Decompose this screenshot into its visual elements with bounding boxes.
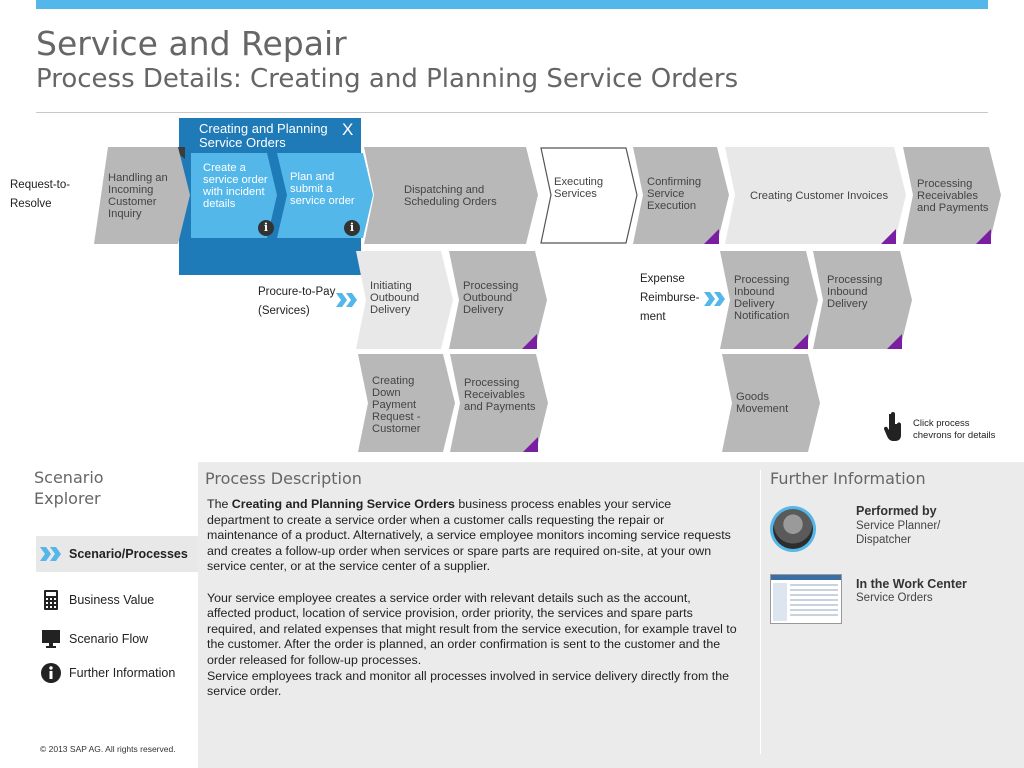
chevron-invoices[interactable]: Creating Customer Invoices bbox=[725, 147, 906, 244]
chevron-shape bbox=[364, 147, 538, 244]
purple-marker bbox=[522, 334, 537, 349]
chevron-shape bbox=[633, 147, 729, 244]
flow-label-expense-reimbursement: Expense Reimburse-ment bbox=[640, 273, 700, 323]
chevron-label: Processing Receivables and Payments bbox=[464, 377, 536, 413]
purple-marker bbox=[793, 334, 808, 349]
chevron-label: Processing Receivables and Payments bbox=[917, 177, 989, 214]
purple-marker bbox=[704, 229, 719, 244]
close-expanded-button[interactable]: X bbox=[342, 120, 354, 139]
chevron-shape bbox=[358, 354, 455, 452]
nav-scenario-processes[interactable]: Scenario/Processes bbox=[36, 536, 198, 572]
intro-prefix: The bbox=[207, 497, 232, 511]
chevron-plan-service-order[interactable]: Plan and submit a service order bbox=[277, 153, 373, 238]
nav-further-information[interactable]: Further Information bbox=[36, 655, 198, 691]
chevron-shape bbox=[450, 354, 548, 452]
chevron-label: Creating Down Payment Request - Customer bbox=[372, 375, 421, 435]
nav-business-value[interactable]: Business Value bbox=[36, 582, 198, 618]
chevron-shape bbox=[722, 354, 820, 452]
performed-by-value: Service Planner/ Dispatcher bbox=[856, 520, 941, 546]
chevron-shape bbox=[725, 147, 906, 244]
chevron-label: Plan and submit a service order bbox=[290, 170, 355, 207]
page-subtitle: Process Details: Creating and Planning S… bbox=[36, 64, 739, 94]
chevron-shape bbox=[277, 153, 373, 238]
purple-marker bbox=[881, 229, 896, 244]
flow-label-procure-to-pay: Procure-to-Pay (Services) bbox=[258, 286, 336, 317]
description-paragraph: Your service employee creates a service … bbox=[207, 590, 737, 667]
chevron-goods-movement[interactable]: Goods Movement bbox=[722, 354, 820, 452]
purple-marker bbox=[887, 334, 902, 349]
purple-marker bbox=[523, 437, 538, 452]
flow-arrow-icon bbox=[336, 293, 357, 307]
expanded-process-title: Creating and Planning Service Orders bbox=[199, 121, 328, 150]
chevron-outbound-init[interactable]: Initiating Outbound Delivery bbox=[356, 251, 453, 349]
work-center-thumbnail bbox=[770, 574, 842, 624]
chevron-label: Create a service order with incident det… bbox=[203, 161, 268, 210]
chevron-label: Initiating Outbound Delivery bbox=[370, 280, 420, 316]
page-title: Service and Repair bbox=[36, 24, 347, 63]
chevron-inbound-notification[interactable]: Processing Inbound Delivery Notification bbox=[720, 251, 818, 349]
chevrons-icon bbox=[40, 543, 62, 565]
chevron-label: Confirming Service Execution bbox=[647, 175, 702, 212]
chevron-dispatching[interactable]: Dispatching and Scheduling Orders bbox=[364, 147, 538, 244]
chevron-label: Executing Services bbox=[554, 175, 604, 200]
nav-label: Scenario/Processes bbox=[69, 547, 188, 561]
chevron-create-service-order[interactable]: Create a service order with incident det… bbox=[191, 153, 277, 238]
description-paragraph: The Creating and Planning Service Orders… bbox=[207, 497, 737, 575]
chevron-label: Creating Customer Invoices bbox=[750, 189, 889, 202]
flow-arrow-icon bbox=[704, 292, 725, 306]
further-information-title: Further Information bbox=[770, 469, 926, 488]
avatar bbox=[770, 506, 816, 552]
work-center-label: In the Work Center bbox=[856, 577, 967, 591]
chevron-shape bbox=[540, 147, 638, 244]
nav-scenario-flow[interactable]: Scenario Flow bbox=[36, 621, 198, 657]
chevron-shape bbox=[191, 153, 277, 238]
performed-by-label: Performed by bbox=[856, 504, 937, 518]
intro-bold: Creating and Planning Service Orders bbox=[231, 497, 455, 511]
chevron-handling-inquiry[interactable]: Handling an Incoming Customer Inquiry bbox=[94, 147, 190, 244]
nav-label: Scenario Flow bbox=[69, 632, 149, 646]
chevron-shape bbox=[813, 251, 912, 349]
top-accent-bar bbox=[36, 0, 988, 9]
info-icon[interactable]: i bbox=[258, 220, 274, 236]
copyright: © 2013 SAP AG. All rights reserved. bbox=[40, 744, 176, 754]
chevron-label: Processing Outbound Delivery bbox=[463, 280, 519, 316]
chevron-inbound-proc[interactable]: Processing Inbound Delivery bbox=[813, 251, 912, 349]
purple-marker bbox=[976, 229, 991, 244]
process-description-title: Process Description bbox=[205, 469, 362, 488]
description-paragraph: Service employees track and monitor all … bbox=[207, 668, 729, 699]
chevron-shape bbox=[903, 147, 1001, 244]
nav-label: Business Value bbox=[69, 593, 155, 607]
flow-label-request-to-resolve: Request-to-Resolve bbox=[10, 179, 71, 210]
chevron-label: Handling an Incoming Customer Inquiry bbox=[108, 171, 168, 220]
pointer-hand-icon bbox=[884, 412, 902, 441]
chevron-label: Processing Inbound Delivery Notification bbox=[734, 274, 790, 322]
info-icon[interactable]: i bbox=[344, 220, 360, 236]
work-center-value: Service Orders bbox=[856, 592, 933, 604]
chevron-outbound-proc[interactable]: Processing Outbound Delivery bbox=[449, 251, 547, 349]
chevron-label: Processing Inbound Delivery bbox=[827, 274, 883, 310]
calculator-icon bbox=[40, 589, 62, 611]
info-icon bbox=[40, 662, 62, 684]
intro-rest: business process enables your service de… bbox=[207, 497, 731, 574]
chevron-label: Dispatching and Scheduling Orders bbox=[404, 183, 497, 208]
chevron-executing[interactable]: Executing Services bbox=[540, 147, 638, 244]
chevron-receivables-bottom[interactable]: Processing Receivables and Payments bbox=[450, 354, 548, 452]
description-panel bbox=[198, 462, 1024, 768]
chevron-down-payment[interactable]: Creating Down Payment Request - Customer bbox=[358, 354, 455, 452]
scenario-explorer-title: Scenario Explorer bbox=[34, 468, 104, 508]
chevron-receivables-top[interactable]: Processing Receivables and Payments bbox=[903, 147, 1001, 244]
chevron-shape bbox=[720, 251, 818, 349]
chevron-shape bbox=[449, 251, 547, 349]
chevron-shape bbox=[94, 147, 190, 244]
monitor-icon bbox=[40, 628, 62, 650]
panel-divider bbox=[760, 470, 761, 754]
title-divider bbox=[36, 112, 988, 113]
chevron-confirming[interactable]: Confirming Service Execution bbox=[633, 147, 729, 244]
process-description-text: The Creating and Planning Service Orders… bbox=[207, 497, 737, 700]
nav-label: Further Information bbox=[69, 666, 176, 680]
click-hint-text: Click process chevrons for details bbox=[913, 418, 996, 441]
chevron-shape bbox=[356, 251, 453, 349]
chevron-label: Goods Movement bbox=[736, 391, 789, 415]
